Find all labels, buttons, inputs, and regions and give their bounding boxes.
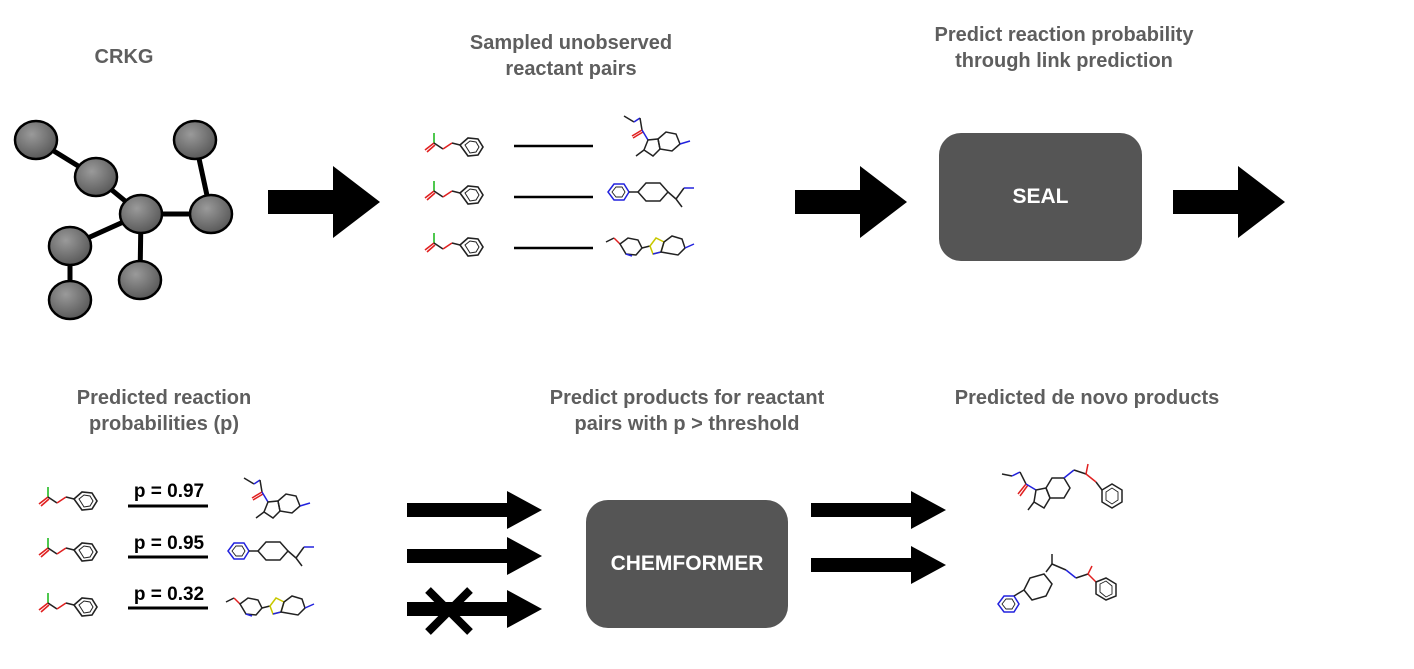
- denovo-products-title: Predicted de novo products: [954, 387, 1220, 409]
- amine-molecule: [227, 541, 315, 567]
- amine-molecule: [623, 115, 691, 157]
- graph-node: [73, 156, 119, 198]
- sampled-pair-3: [424, 232, 695, 257]
- graph-node: [47, 225, 93, 267]
- amine-molecule: [243, 477, 311, 519]
- amine-molecule: [225, 595, 315, 617]
- arrow-right-icon: [795, 166, 907, 238]
- reactant-molecule: [424, 232, 484, 257]
- sampled-pair-2: [424, 180, 695, 208]
- reactant-molecule: [38, 592, 98, 617]
- graph-node: [13, 119, 59, 161]
- graph-node: [117, 259, 163, 301]
- sampled-pair-1: [424, 115, 691, 157]
- probability-pair-3: [38, 592, 315, 617]
- product-molecule-1: [1001, 463, 1123, 511]
- probability-label-2: p = 0.95: [133, 533, 205, 554]
- crkg-title: CRKG: [94, 46, 154, 68]
- chemformer-box: CHEMFORMER: [586, 500, 788, 628]
- arrow-right-icon: [1173, 166, 1285, 238]
- link-prediction-title: Predict reaction probability through lin…: [934, 24, 1194, 72]
- probability-pair-1: [38, 477, 311, 519]
- rejected-cross-icon: [425, 587, 473, 635]
- product-molecule-2: [997, 553, 1117, 613]
- reactant-molecule: [38, 537, 98, 562]
- amine-molecule: [607, 182, 695, 208]
- probability-label-1: p = 0.97: [133, 481, 205, 502]
- arrow-right-icon: [811, 546, 946, 584]
- graph-node: [188, 193, 234, 235]
- probability-pair-2: [38, 537, 315, 567]
- arrow-right-icon: [407, 537, 542, 575]
- crkg-graph: [13, 119, 234, 321]
- graph-node: [118, 193, 164, 235]
- arrow-right-icon: [811, 491, 946, 529]
- probability-label-3: p = 0.32: [133, 584, 205, 605]
- arrow-right-icon: [407, 590, 542, 628]
- seal-box: SEAL: [939, 133, 1142, 261]
- graph-node: [172, 119, 218, 161]
- arrow-right-icon: [407, 491, 542, 529]
- amine-molecule: [605, 235, 695, 257]
- reactant-molecule: [424, 132, 484, 157]
- reactant-molecule: [38, 486, 98, 511]
- sampled-pairs-title: Sampled unobserved reactant pairs: [469, 32, 673, 80]
- reactant-molecule: [424, 180, 484, 205]
- product-prediction-title: Predict products for reactant pairs with…: [549, 387, 825, 435]
- arrow-right-icon: [268, 166, 380, 238]
- graph-node: [47, 279, 93, 321]
- probabilities-title: Predicted reaction probabilities (p): [76, 387, 252, 435]
